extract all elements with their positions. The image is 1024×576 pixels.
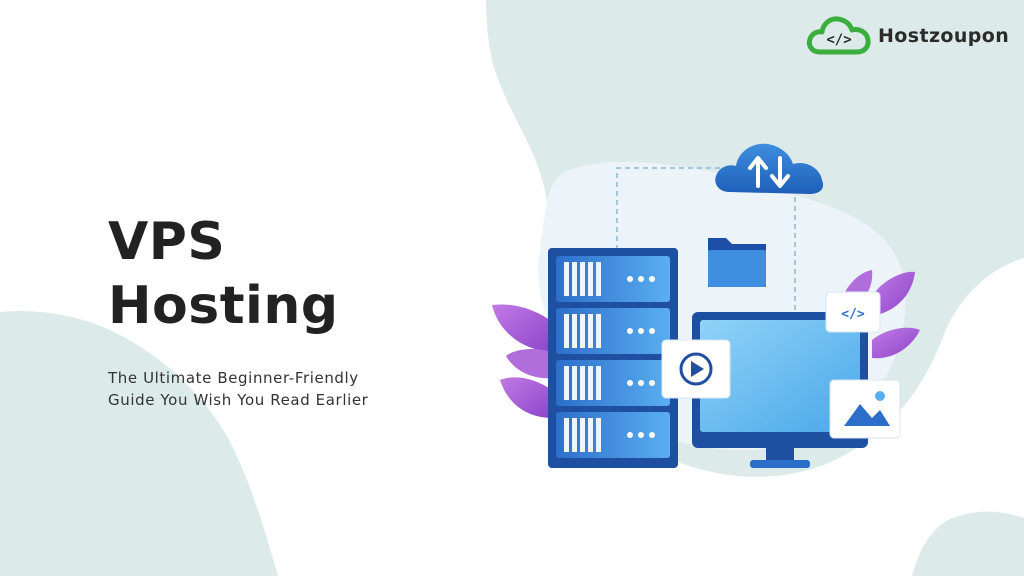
title-line-2: Hosting	[108, 276, 339, 336]
dashed-connectors	[616, 167, 796, 320]
code-icon: </>	[825, 291, 881, 333]
vps-illustration: </>	[492, 143, 920, 468]
subtitle-line-2: Guide You Wish You Read Earlier	[108, 391, 369, 409]
server-rack-icon	[548, 248, 678, 468]
folder-icon	[708, 238, 766, 287]
mint-blob-bottom-left	[0, 311, 278, 576]
brand-logo[interactable]: </> Hostzoupon	[806, 14, 1009, 58]
play-icon	[661, 339, 731, 399]
subtitle-line-1: The Ultimate Beginner-Friendly	[108, 369, 359, 387]
cloud-sync-icon	[715, 143, 824, 194]
logo-glyph: </>	[826, 32, 851, 48]
code-badge-label: </>	[841, 307, 865, 322]
brand-name: Hostzoupon	[878, 25, 1010, 47]
cloud-code-icon: </>	[806, 16, 871, 55]
leaf-icon	[492, 270, 920, 418]
server-vents	[564, 262, 601, 452]
title-line-1: VPS	[108, 212, 226, 272]
server-lights	[627, 276, 655, 438]
image-icon	[829, 379, 901, 439]
subtitle: The Ultimate Beginner-Friendly Guide You…	[108, 367, 368, 411]
mint-blob-bottom-right	[912, 511, 1024, 576]
monitor-icon	[692, 312, 868, 468]
page-title: VPS Hosting	[108, 210, 339, 338]
